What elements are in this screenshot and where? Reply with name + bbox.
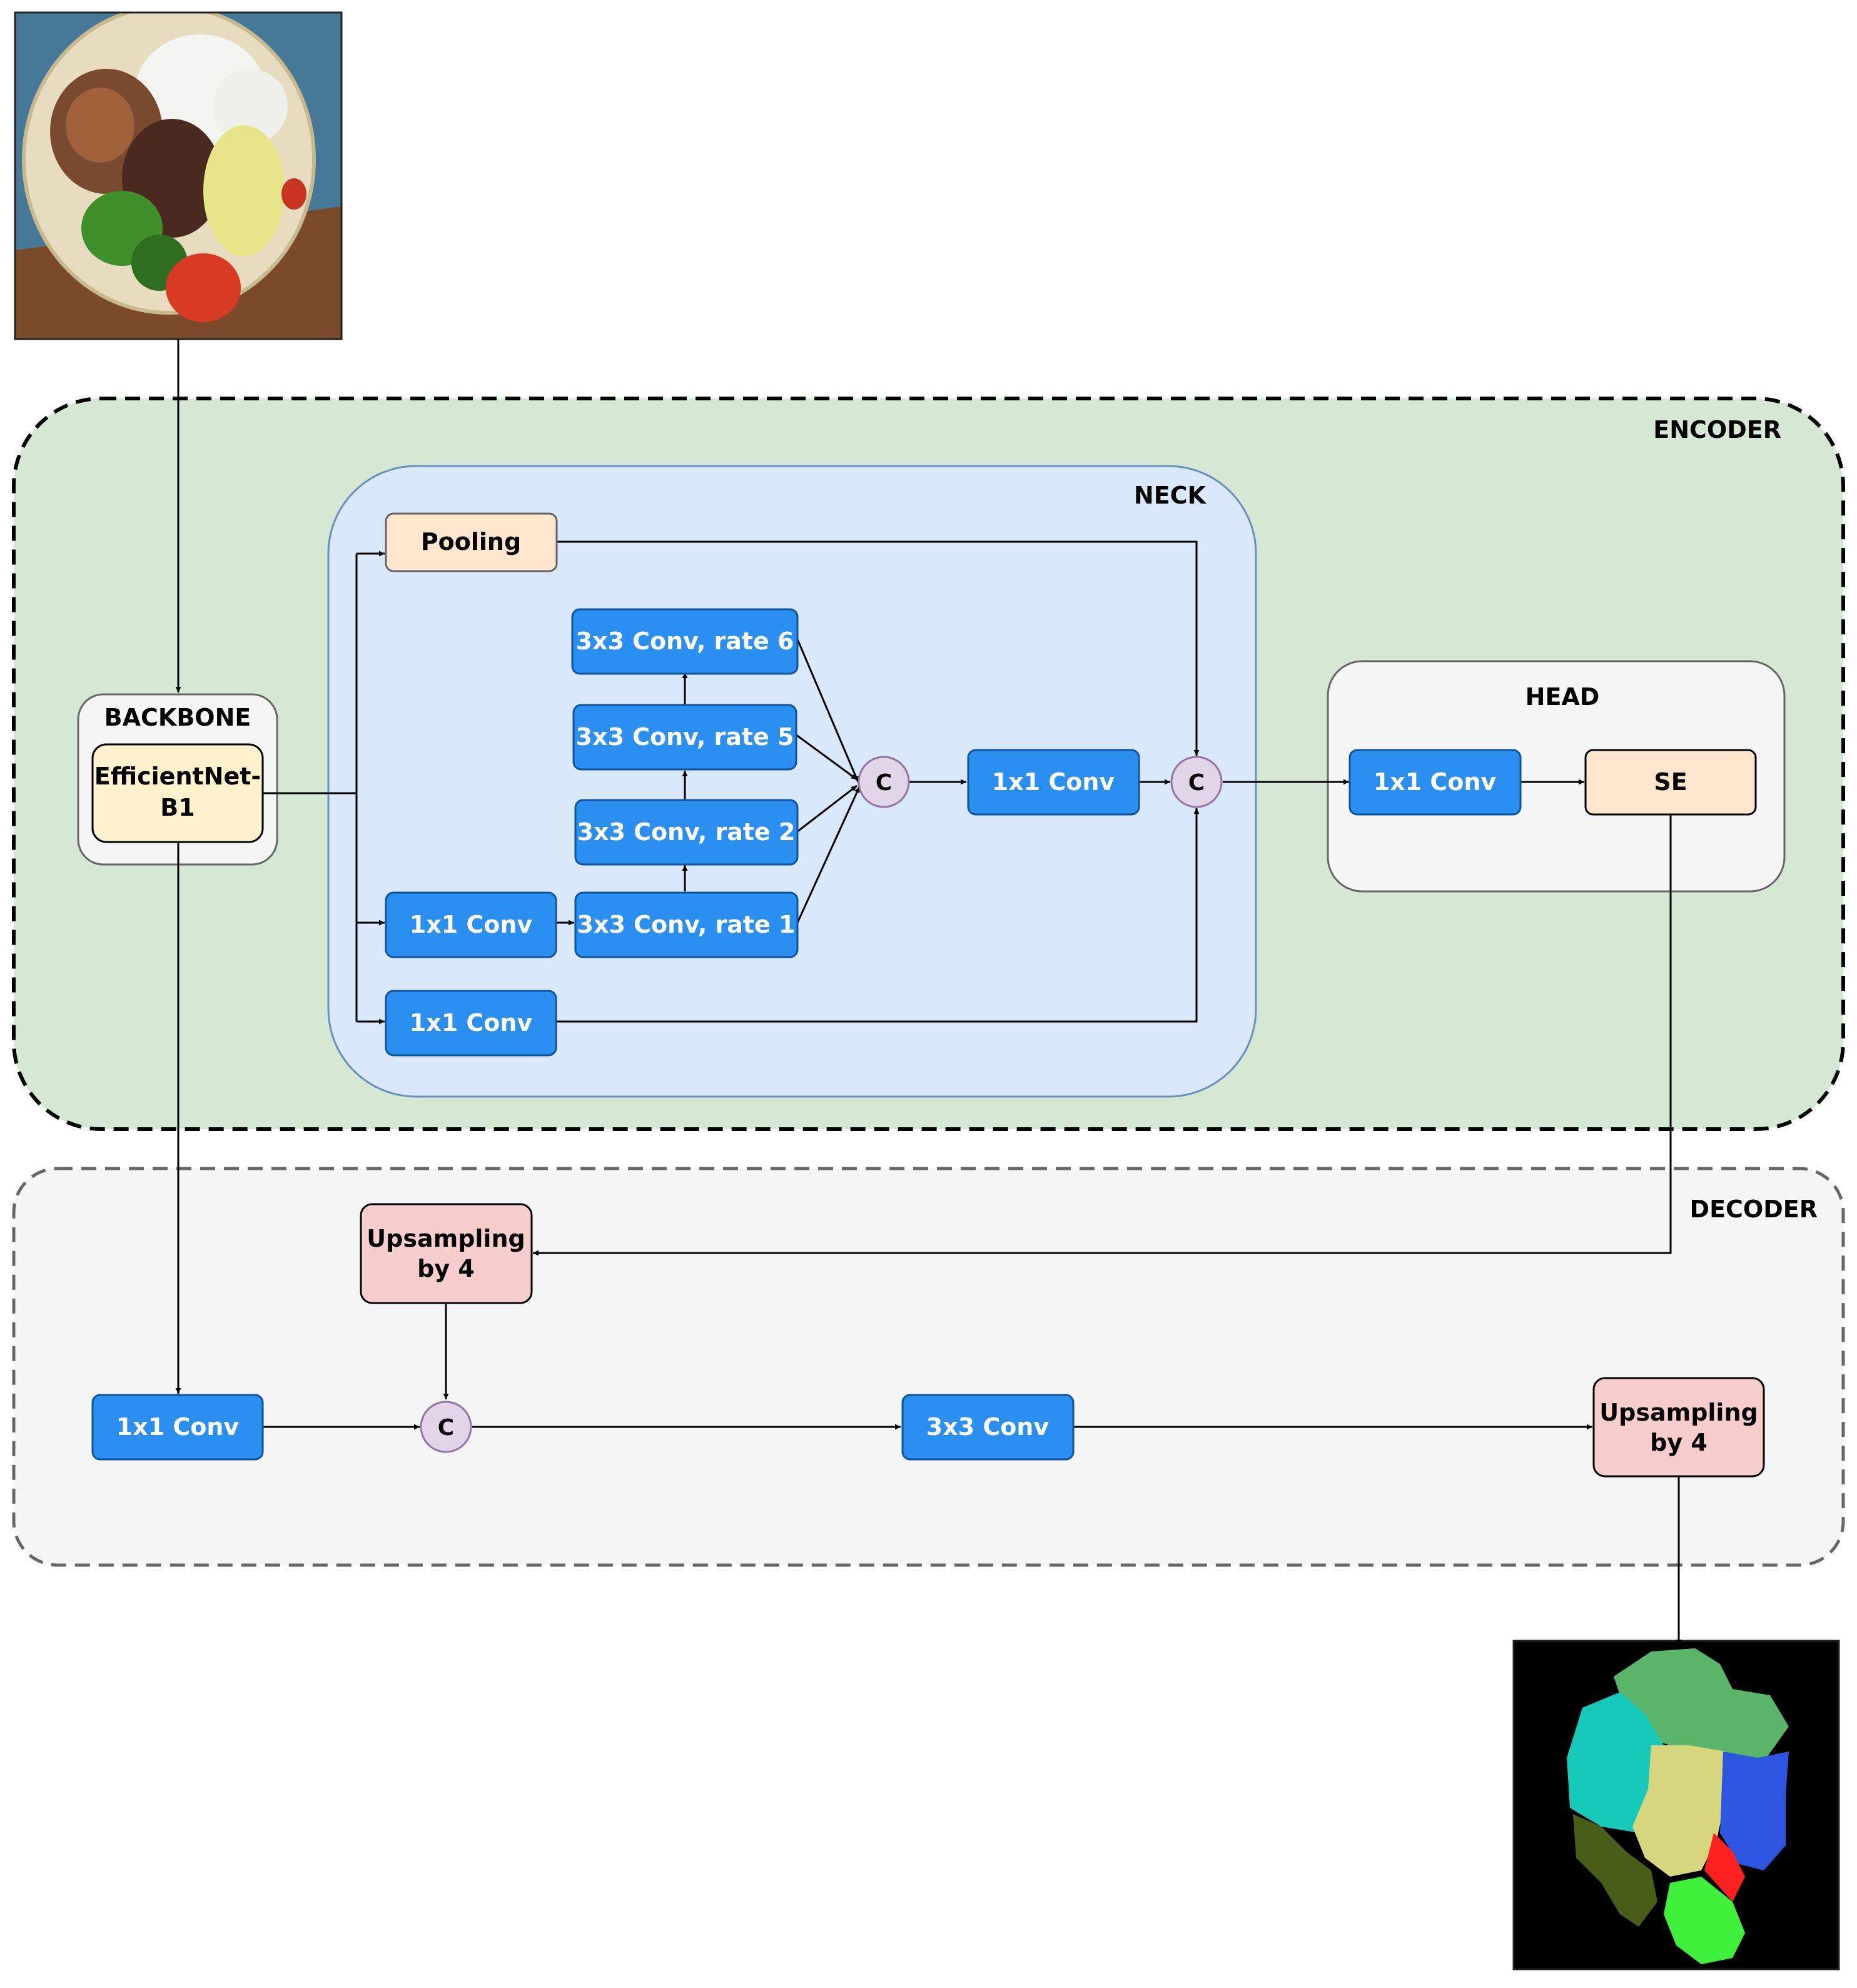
connectors [175,339,1682,1645]
output-segmentation-mask [1514,1641,1839,1969]
svg-text:C: C [438,1415,454,1441]
backbone-model-label-line2: B1 [160,794,195,821]
pooling-label: Pooling [421,528,521,555]
decoder-upsample-b-line2: by 4 [1650,1429,1708,1456]
conv-rate6-label: 3x3 Conv, rate 6 [576,627,794,655]
conv-rate1-block: 3x3 Conv, rate 1 [574,891,799,958]
decoder-upsample-a-line2: by 4 [417,1255,475,1282]
decoder-conv3x3-block: 3x3 Conv [901,1394,1075,1461]
se-block: SE [1584,749,1757,816]
backbone-model-label-line1: EfficientNet- [94,763,261,790]
backbone-label: BACKBONE [104,704,251,731]
se-label: SE [1654,768,1687,796]
decoder-upsample-b-block: Upsampling by 4 [1592,1377,1765,1478]
conv-rate6-block: 3x3 Conv, rate 6 [571,608,799,675]
concat-node-decoder: C [420,1401,472,1453]
neck-conv1x1-b-label: 1x1 Conv [410,1009,533,1037]
concat-node-neck-outer: C [1170,756,1223,808]
svg-text:C: C [1188,770,1205,796]
conv-rate5-block: 3x3 Conv, rate 5 [572,704,797,771]
decoder-upsample-b-line1: Upsampling [1599,1399,1758,1426]
neck-conv1x1-mid-block: 1x1 Conv [967,749,1140,816]
conv-rate2-block: 3x3 Conv, rate 2 [574,799,799,866]
head-label: HEAD [1526,683,1600,711]
pooling-block: Pooling [385,512,558,572]
encoder-label: ENCODER [1653,416,1781,444]
head-conv1x1-label: 1x1 Conv [1374,768,1497,796]
decoder-region [12,1167,1845,1567]
conv-rate2-label: 3x3 Conv, rate 2 [577,818,796,846]
svg-text:C: C [876,770,892,796]
decoder-conv3x3-label: 3x3 Conv [926,1413,1050,1441]
concat-node-neck-inner: C [858,756,910,808]
neck-conv1x1-b-block: 1x1 Conv [385,990,557,1057]
decoder-upsample-a-line1: Upsampling [367,1225,525,1252]
neck-label: NECK [1134,482,1207,509]
decoder-conv1x1-block: 1x1 Conv [91,1394,264,1461]
decoder-conv1x1-label: 1x1 Conv [116,1413,240,1441]
decoder-label: DECODER [1690,1195,1818,1223]
head-conv1x1-block: 1x1 Conv [1348,749,1522,816]
neck-conv1x1-mid-label: 1x1 Conv [992,768,1115,796]
conv-rate5-label: 3x3 Conv, rate 5 [576,723,794,751]
input-food-image [15,13,342,339]
backbone-model-block: EfficientNet- B1 [91,743,264,843]
neck-conv1x1-a-label: 1x1 Conv [410,911,533,938]
neck-conv1x1-a-block: 1x1 Conv [385,891,557,958]
conv-rate1-label: 3x3 Conv, rate 1 [577,911,796,938]
decoder-upsample-a-block: Upsampling by 4 [360,1203,533,1304]
